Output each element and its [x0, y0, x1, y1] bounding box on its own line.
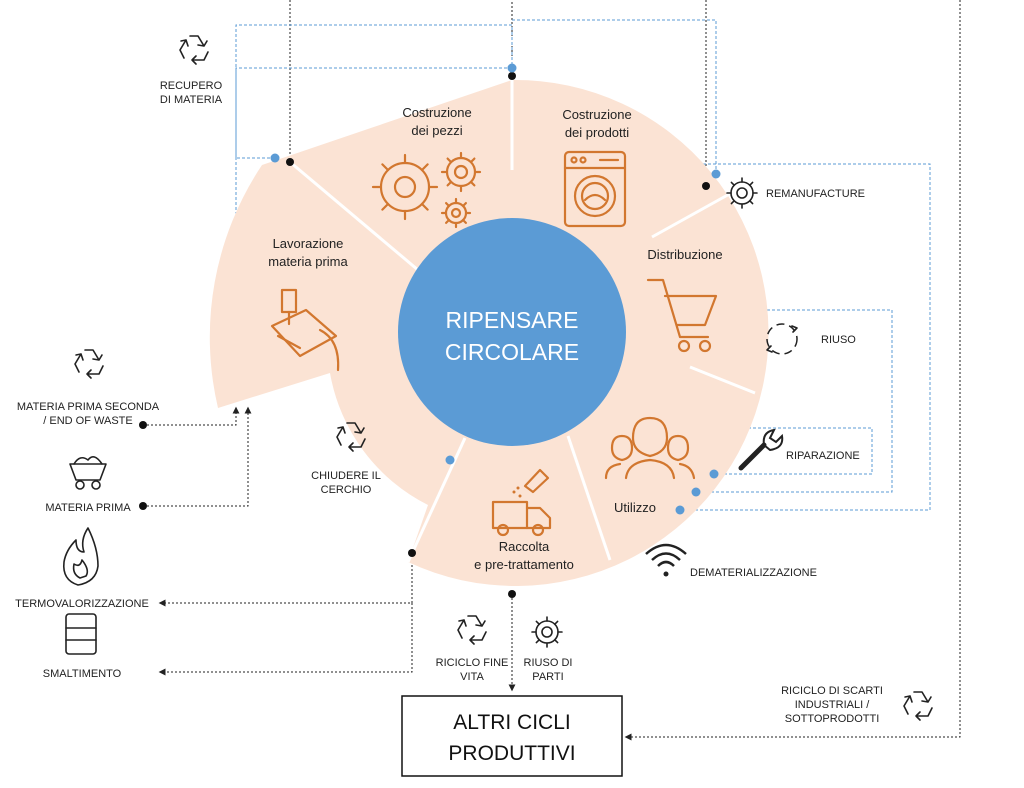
label-riciclo-fine-l2: VITA: [460, 671, 484, 683]
box-title-l2: PRODUTTIVI: [448, 742, 575, 765]
label-materia-prima: MATERIA PRIMA: [45, 502, 131, 514]
label-riuso-parti-l2: PARTI: [532, 671, 563, 683]
label-recupero-l1: RECUPERO: [160, 80, 223, 92]
garbage-truck-icon: [491, 468, 552, 537]
label-dematerializzazione: DEMATERIALIZZAZIONE: [690, 567, 817, 579]
label-remanufacture: REMANUFACTURE: [766, 188, 865, 200]
circular-ring: [209, 79, 769, 586]
recycle-icon-scarti: [903, 691, 933, 721]
gear-icon-riuso-parti: [531, 616, 563, 648]
label-riciclo-fine-l1: RICICLO FINE: [436, 657, 509, 669]
segment-lavorazione-l2: materia prima: [268, 254, 348, 269]
label-chiudere-l1: CHIUDERE IL: [311, 470, 381, 482]
people-group-icon: [604, 416, 696, 480]
box-title-l1: ALTRI CICLI: [453, 711, 570, 734]
label-riuso: RIUSO: [821, 334, 856, 346]
reuse-cycle-icon: [766, 323, 798, 355]
label-riuso-parti-l1: RIUSO DI: [524, 657, 573, 669]
raw-material-processing-icon: [270, 288, 340, 372]
label-materia-seconda-l2: / END OF WASTE: [43, 415, 132, 427]
label-smaltimento: SMALTIMENTO: [43, 668, 122, 680]
washing-machine-icon: [563, 150, 627, 228]
label-materia-seconda-l1: MATERIA PRIMA SECONDA: [17, 401, 160, 413]
black-dotted-connectors: [143, 0, 961, 741]
center-title-line1: RIPENSARE: [446, 307, 579, 333]
altri-cicli-box: [401, 695, 623, 777]
segment-costruzione-pezzi-l1: Costruzione: [402, 105, 471, 120]
wifi-icon: [645, 543, 687, 577]
label-termovalorizzazione: TERMOVALORIZZAZIONE: [15, 598, 149, 610]
label-scarti-l1: RICICLO DI SCARTI: [781, 685, 883, 697]
ore-cart-icon: [69, 456, 107, 490]
recycle-icon-materia-seconda: [74, 349, 104, 379]
label-scarti-l2: INDUSTRIALI /: [795, 699, 871, 711]
label-recupero-l2: DI MATERIA: [160, 94, 223, 106]
black-connector-dots: [139, 72, 710, 598]
gears-icon: [371, 151, 482, 229]
recycle-icon-riciclo-fine: [457, 615, 487, 645]
segment-costruzione-pezzi-l2: dei pezzi: [411, 123, 462, 138]
segment-distribuzione: Distribuzione: [647, 247, 722, 262]
barrel-icon: [65, 613, 97, 655]
center-circle: [398, 218, 626, 446]
gear-icon-remanufacture: [726, 177, 758, 209]
recycle-icon-recupero: [179, 35, 209, 65]
center-title-line2: CIRCOLARE: [445, 339, 579, 365]
blue-connector-dots: [270, 63, 721, 515]
segment-costruzione-prodotti-l2: dei prodotti: [565, 125, 629, 140]
wrench-icon: [738, 428, 784, 471]
label-scarti-l3: SOTTOPRODOTTI: [785, 713, 880, 725]
segment-raccolta-l1: Raccolta: [499, 539, 550, 554]
segment-costruzione-prodotti-l1: Costruzione: [562, 107, 631, 122]
label-chiudere-l2: CERCHIO: [321, 484, 372, 496]
flame-icon: [62, 527, 99, 586]
shopping-cart-icon: [646, 278, 718, 353]
segment-lavorazione-l1: Lavorazione: [273, 236, 344, 251]
label-riparazione: RIPARAZIONE: [786, 450, 860, 462]
segment-raccolta-l2: e pre-trattamento: [474, 557, 574, 572]
segment-utilizzo: Utilizzo: [614, 500, 656, 515]
